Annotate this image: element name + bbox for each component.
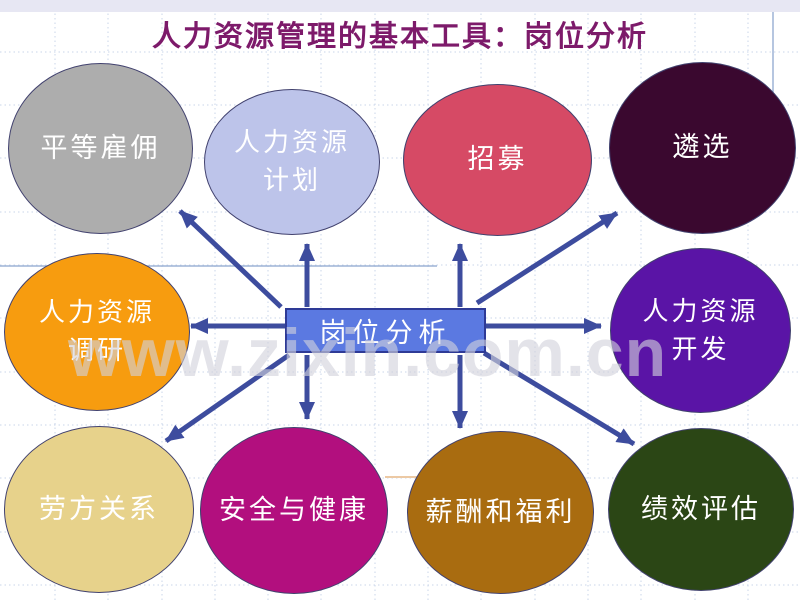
- node-hr-research: 人力资源 调研: [4, 253, 190, 411]
- node-selection: 遴选: [609, 62, 796, 234]
- slide-title: 人力资源管理的基本工具：岗位分析: [151, 21, 648, 53]
- node-compensation-benefits: 薪酬和福利: [407, 431, 594, 594]
- node-performance-appraisal: 绩效评估: [608, 428, 794, 591]
- node-recruitment: 招募: [403, 84, 592, 236]
- node-equal-employment: 平等雇佣: [8, 63, 193, 234]
- arrow-to-labor-relations: [164, 352, 291, 444]
- node-labor-relations: 劳方关系: [4, 426, 194, 593]
- node-safety-and-health: 安全与健康: [200, 427, 388, 594]
- center-box-job-analysis: 岗位分析: [285, 308, 486, 353]
- arrow-to-selection: [475, 210, 619, 306]
- arrow-to-equal-employment: [178, 209, 283, 309]
- node-hr-development: 人力资源 开发: [610, 248, 791, 413]
- node-hr-planning: 人力资源 计划: [204, 89, 380, 235]
- arrow-to-performance-appraisal: [482, 350, 636, 447]
- top-accent-band: [0, 0, 800, 12]
